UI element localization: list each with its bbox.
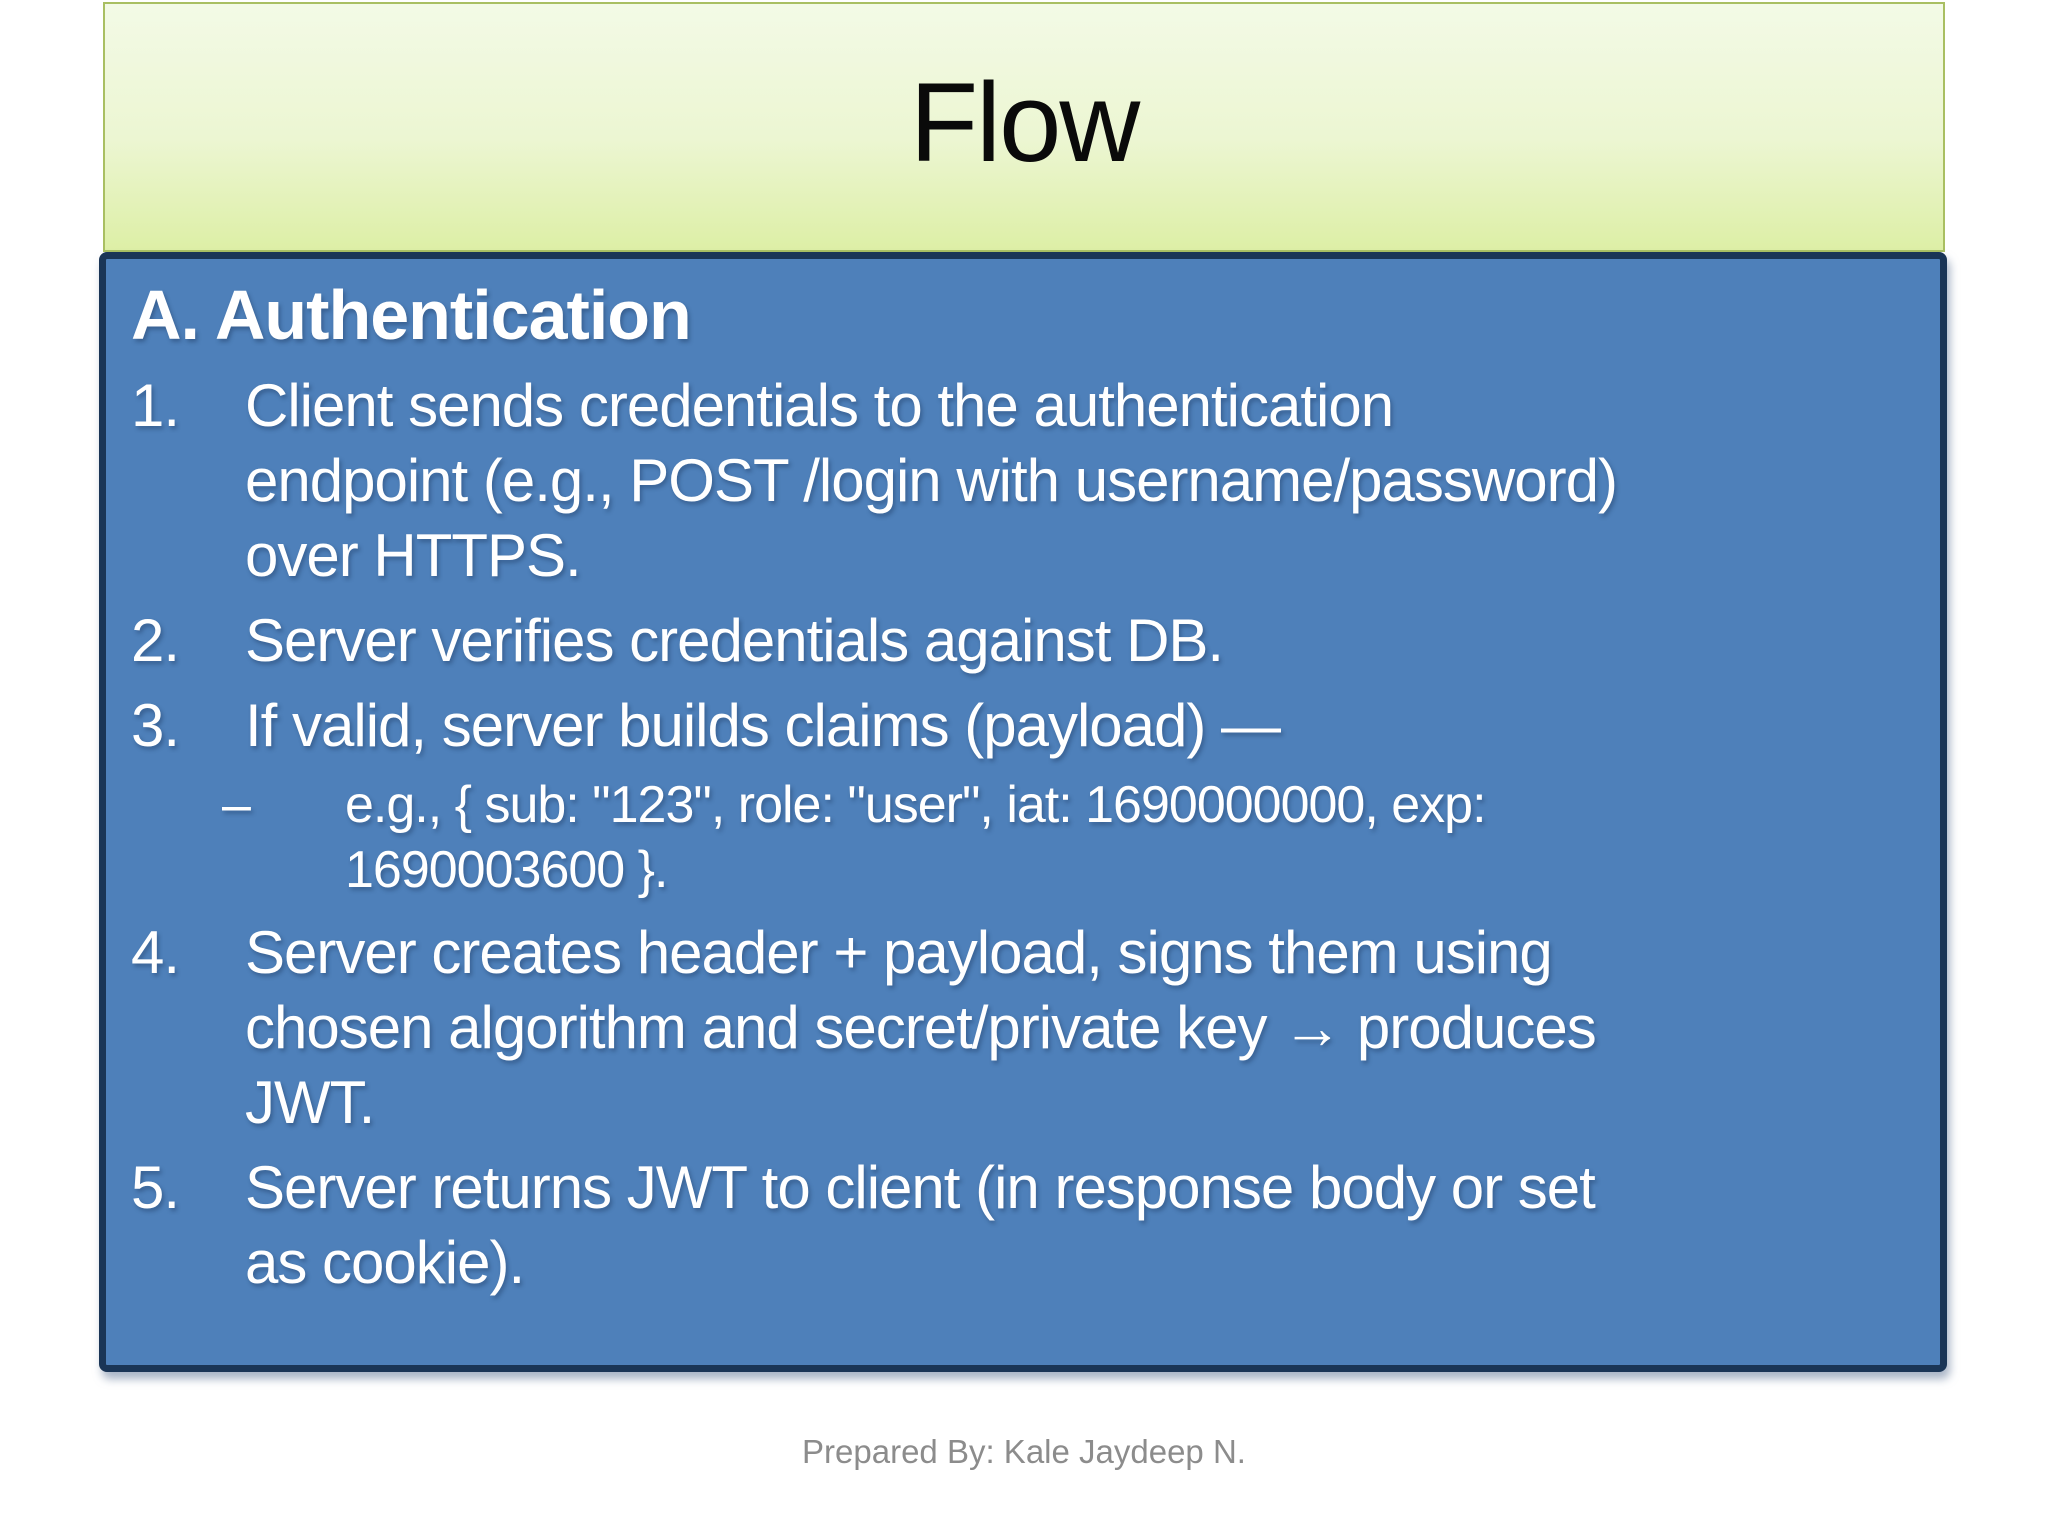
list-subitem-text: e.g., { sub: "123", role: "user", iat: 1… [345, 775, 1487, 899]
list-item: 1. Client sends credentials to the authe… [131, 368, 1920, 593]
list-item: 3. If valid, server builds claims (paylo… [131, 688, 1920, 763]
list-item-number: 2. [131, 606, 180, 674]
list-subitem-dash: – [222, 775, 251, 834]
list-item-text: Server returns JWT to client (in respons… [245, 1153, 1596, 1296]
list-subitem: – e.g., { sub: "123", role: "user", iat:… [222, 773, 1920, 903]
list-item-number: 3. [131, 691, 180, 759]
slide-title: Flow [909, 60, 1140, 185]
footer-credit: Prepared By: Kale Jaydeep N. [802, 1433, 1246, 1470]
slide-title-bar: Flow [103, 2, 1945, 252]
list-item-number: 1. [131, 371, 180, 439]
list-item-text: Server creates header + payload, signs t… [245, 918, 1597, 1136]
list-item-text: Client sends credentials to the authenti… [245, 371, 1618, 589]
list-item: 5. Server returns JWT to client (in resp… [131, 1150, 1920, 1300]
list-item-number: 4. [131, 918, 180, 986]
list-item: 2. Server verifies credentials against D… [131, 603, 1920, 678]
list-item: 4. Server creates header + payload, sign… [131, 915, 1920, 1140]
list-item-text: If valid, server builds claims (payload)… [245, 691, 1281, 759]
section-heading: A. Authentication [131, 276, 692, 354]
list-item-text: Server verifies credentials against DB. [245, 606, 1224, 674]
list-item-number: 5. [131, 1153, 180, 1221]
content-panel: A. Authentication 1. Client sends creden… [99, 252, 1947, 1372]
